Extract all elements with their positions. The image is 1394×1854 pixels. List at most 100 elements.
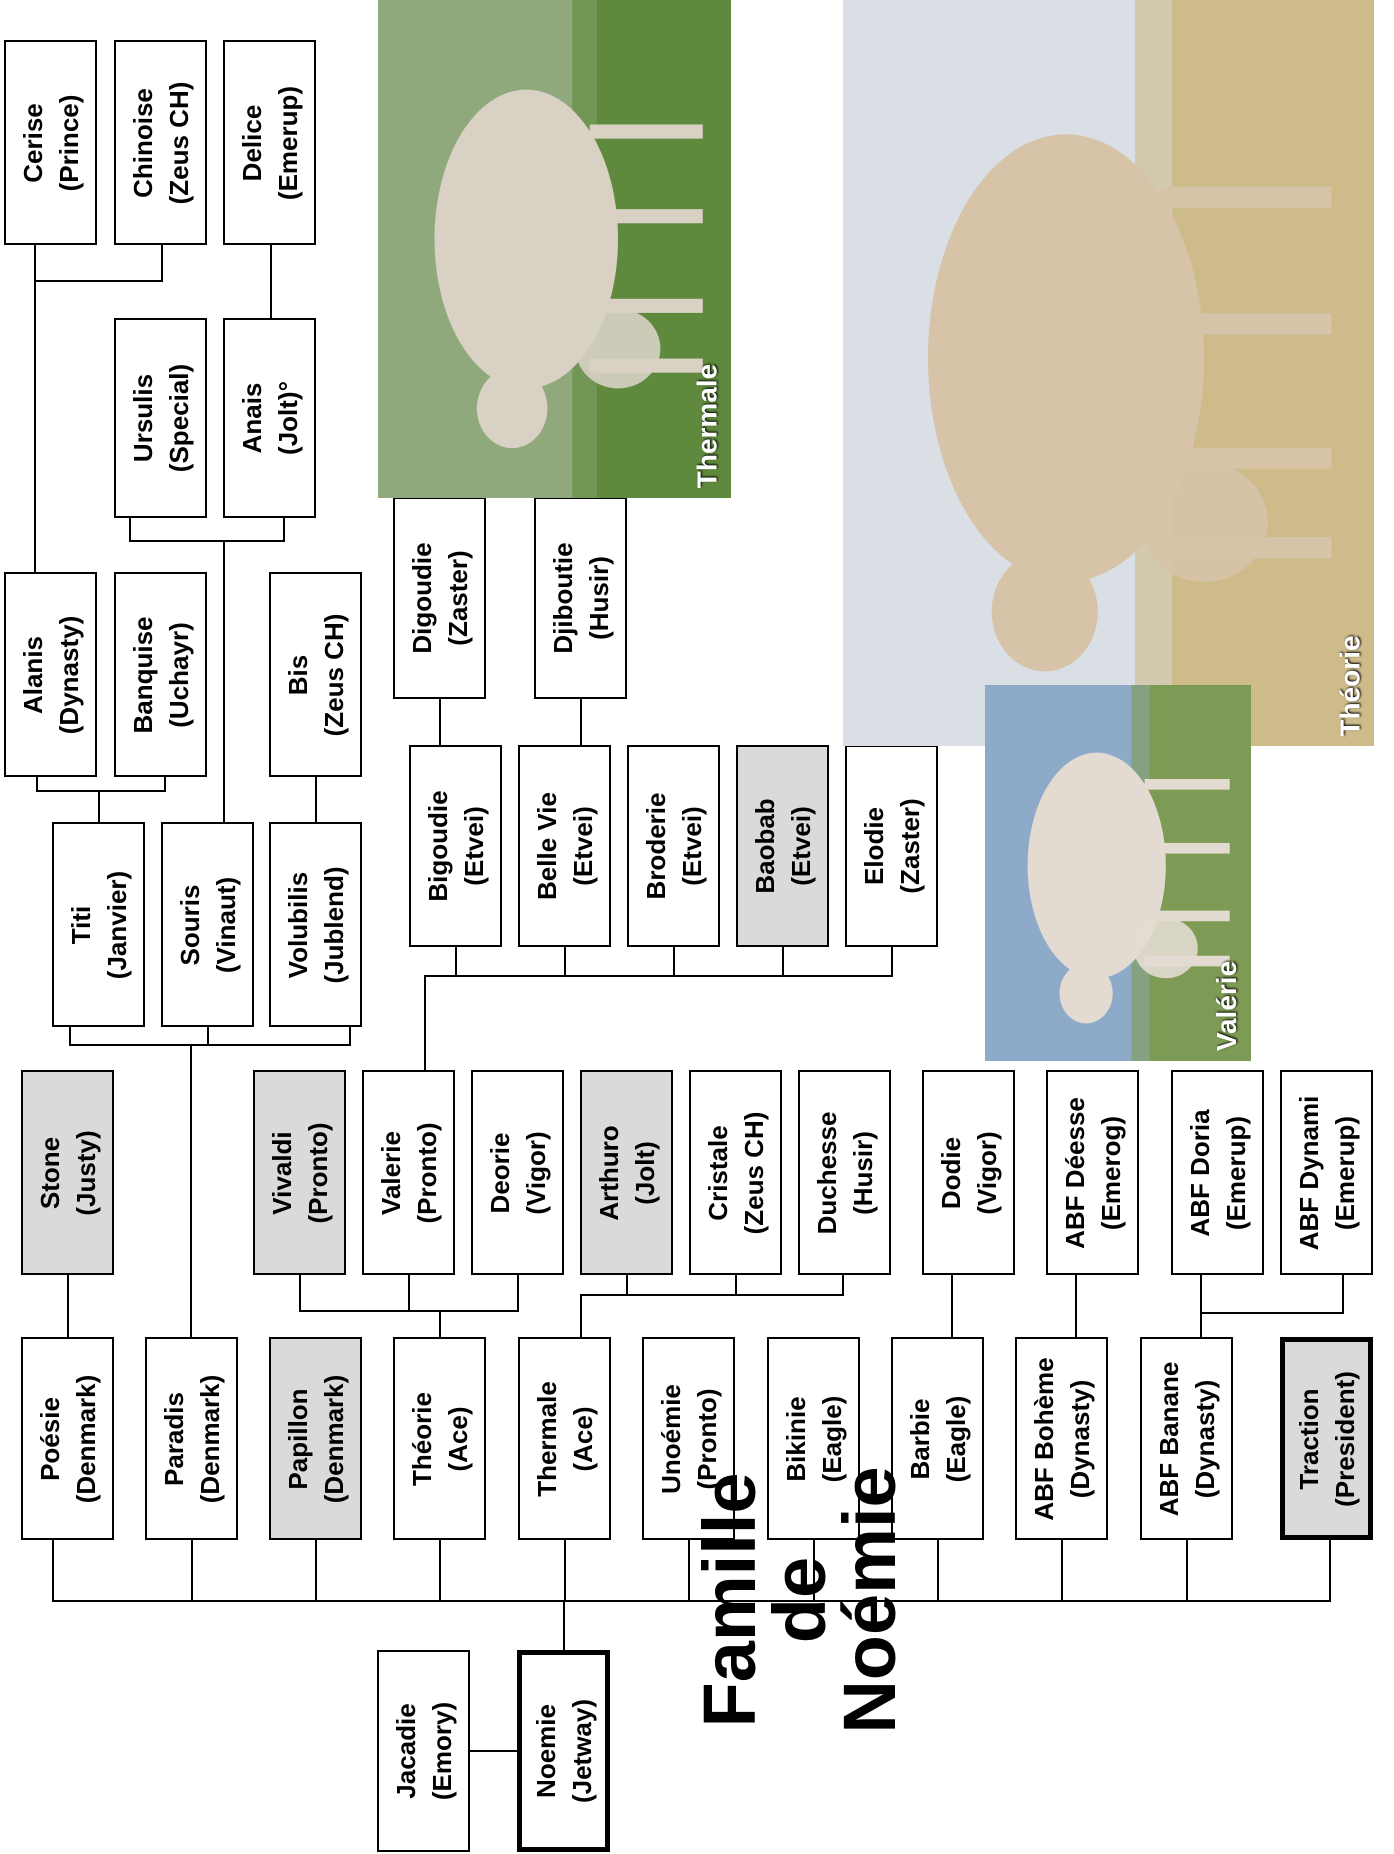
sire-name: (Pronto) — [302, 1121, 333, 1224]
connector — [782, 947, 784, 977]
pedigree-box-barbie: Barbie(Eagle) — [891, 1337, 984, 1540]
animal-name: Cristale — [702, 1124, 733, 1221]
pedigree-box-djiboutie: Djiboutie(Husir) — [534, 497, 627, 699]
pedigree-box-deorie: Deorie(Vigor) — [471, 1070, 564, 1275]
pedigree-box-bis: Bis(Zeus CH) — [269, 572, 362, 777]
pedigree-box-chinoise: Chinoise(Zeus CH) — [114, 40, 207, 245]
pedigree-box-label: Thermale(Ace) — [529, 1381, 601, 1497]
animal-name: Traction — [1293, 1387, 1324, 1490]
sire-name: (Jolt) — [629, 1140, 660, 1205]
animal-name: ABF Dynami — [1293, 1095, 1324, 1250]
sire-name: (Dynasty) — [53, 615, 84, 734]
connector — [69, 1044, 351, 1046]
pedigree-box-label: Baobab(Etvei) — [747, 798, 819, 893]
connector — [34, 280, 163, 282]
animal-name: Delice — [236, 104, 267, 181]
animal-name: Arthuro — [593, 1124, 624, 1221]
connector — [735, 1275, 737, 1296]
animal-name: Papillon — [282, 1387, 313, 1490]
sire-name: (Emerog) — [1095, 1115, 1126, 1230]
animal-name: Volubilis — [282, 871, 313, 978]
animal-name: Paradis — [158, 1391, 189, 1486]
connector — [191, 1540, 193, 1602]
pedigree-box-label: ABF Banane(Dynasty) — [1151, 1361, 1223, 1516]
pedigree-box-abfdynami: ABF Dynami(Emerup) — [1280, 1070, 1373, 1275]
pedigree-box-stone: Stone(Justy) — [21, 1070, 114, 1275]
animal-name: ABF Déesse — [1059, 1096, 1090, 1249]
animal-name: Elodie — [858, 806, 889, 886]
pedigree-box-label: Traction(President) — [1291, 1371, 1363, 1507]
pedigree-box-souris: Souris(Vinaut) — [161, 822, 254, 1027]
sire-name: (Special) — [163, 363, 194, 473]
pedigree-box-jacadie: Jacadie(Emory) — [377, 1650, 470, 1852]
sire-name: (Denmark) — [194, 1374, 225, 1503]
sire-name: (Emerup) — [1329, 1115, 1360, 1230]
animal-name: Poésie — [34, 1396, 65, 1481]
connector — [564, 947, 566, 977]
pedigree-box-label: Barbie(Eagle) — [902, 1395, 974, 1482]
pedigree-box-label: Bigoudie(Etvei) — [420, 790, 492, 901]
animal-name: ABF Bohème — [1028, 1356, 1059, 1521]
pedigree-box-ursulis: Ursulis(Special) — [114, 318, 207, 518]
connector — [34, 280, 36, 572]
pedigree-box-label: ABF Doria(Emerup) — [1182, 1109, 1254, 1236]
animal-name: Jacadie — [390, 1703, 421, 1799]
sire-name: (Vigor) — [520, 1130, 551, 1215]
connector — [207, 1027, 209, 1046]
animal-name: Banquise — [127, 615, 158, 734]
pedigree-box-vivaldi: Vivaldi(Pronto) — [253, 1070, 346, 1275]
connector — [891, 947, 893, 977]
connector — [270, 245, 272, 318]
pedigree-box-abfbanane: ABF Banane(Dynasty) — [1140, 1337, 1233, 1540]
pedigree-box-thermale: Thermale(Ace) — [518, 1337, 611, 1540]
animal-name: Duchesse — [811, 1111, 842, 1234]
title-line: de — [758, 1556, 841, 1644]
connector — [164, 777, 166, 792]
animal-name: Chinoise — [127, 87, 158, 198]
connector — [36, 790, 166, 792]
sire-name: (Husir) — [583, 556, 614, 640]
photo-thermale: Thermale — [378, 0, 731, 498]
pedigree-box-label: Volubilis(Jublend) — [280, 866, 352, 983]
pedigree-box-traction: Traction(President) — [1280, 1337, 1373, 1540]
photo-valerie: Valérie — [985, 685, 1251, 1061]
pedigree-box-label: Banquise(Uchayr) — [125, 616, 197, 733]
animal-name: Valerie — [375, 1130, 406, 1215]
sire-name: (Uchayr) — [163, 621, 194, 728]
connector — [626, 1275, 628, 1296]
sire-name: (Pronto) — [411, 1121, 442, 1224]
animal-name: Ursulis — [127, 373, 158, 463]
connector — [455, 947, 457, 977]
pedigree-box-label: Poésie(Denmark) — [32, 1374, 104, 1503]
sire-name: (Ace) — [567, 1405, 598, 1472]
connector — [129, 518, 131, 542]
animal-name: Djiboutie — [547, 542, 578, 654]
pedigree-box-label: Belle Vie(Etvei) — [529, 792, 601, 900]
connector — [98, 790, 100, 822]
pedigree-box-label: Souris(Vinaut) — [172, 876, 244, 972]
connector — [190, 1044, 192, 1337]
pedigree-box-label: Cristale(Zeus CH) — [700, 1111, 772, 1234]
pedigree-box-label: Ursulis(Special) — [125, 364, 197, 472]
pedigree-box-unoemie: Unoémie(Pronto) — [642, 1337, 735, 1540]
pedigree-box-cristale: Cristale(Zeus CH) — [689, 1070, 782, 1275]
connector — [1075, 1275, 1077, 1337]
title-line: Famille — [688, 1472, 771, 1728]
connector — [564, 1540, 566, 1602]
pedigree-box-label: Alanis(Dynasty) — [15, 615, 87, 733]
pedigree-box-label: Papillon(Denmark) — [280, 1374, 352, 1503]
connector — [67, 1275, 69, 1337]
connector — [283, 518, 285, 542]
sire-name: (Denmark) — [70, 1374, 101, 1503]
sire-name: (Etvei) — [785, 806, 816, 886]
pedigree-box-abfdeesse: ABF Déesse(Emerog) — [1046, 1070, 1139, 1275]
pedigree-box-label: Digoudie(Zaster) — [404, 542, 476, 653]
cow-photo-image — [985, 685, 1251, 1061]
title-line: Noémie — [828, 1466, 911, 1734]
pedigree-box-valerie: Valerie(Pronto) — [362, 1070, 455, 1275]
pedigree-box-label: Chinoise(Zeus CH) — [125, 81, 197, 204]
pedigree-box-label: Cerise(Prince) — [15, 94, 87, 191]
pedigree-box-label: Noemie(Jetway) — [528, 1699, 600, 1803]
connector — [52, 1540, 54, 1602]
